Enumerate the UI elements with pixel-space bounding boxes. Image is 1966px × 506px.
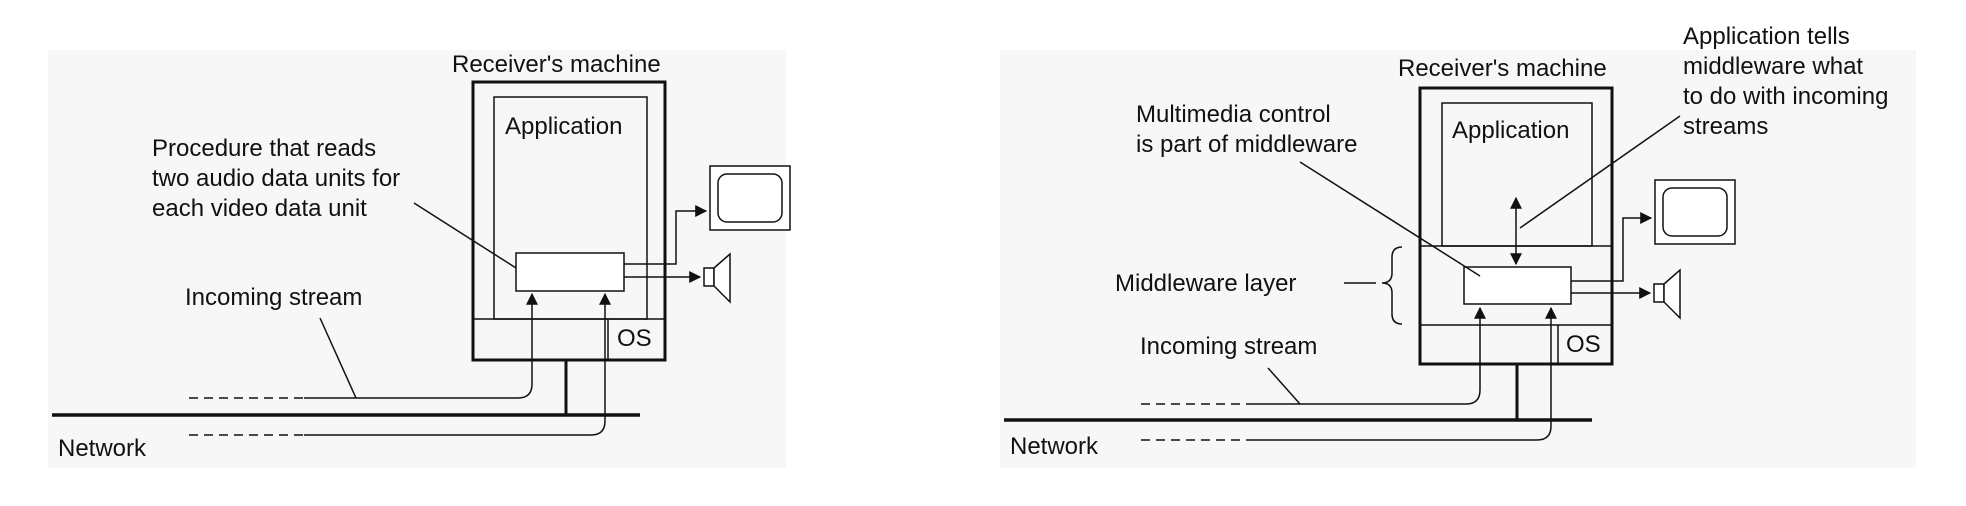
left-incoming-stream-label: Incoming stream (185, 284, 362, 311)
left-procedure-note-line: two audio data units for (152, 165, 400, 192)
right-stream-path (1254, 306, 1486, 405)
left-procedure-note-line: each video data unit (152, 195, 367, 222)
left-application-label: Application (505, 113, 622, 140)
left-procedure-note-line: Procedure that reads (152, 135, 376, 162)
left-procedure-note: Procedure that reads two audio data unit… (152, 135, 407, 222)
left-stream-path (304, 292, 611, 436)
left-incoming-stream-leader (319, 317, 357, 399)
right-network-label: Network (1010, 433, 1099, 460)
left-machine-label: Receiver's machine (452, 51, 661, 78)
right-incoming-stream-label: Incoming stream (1140, 333, 1317, 360)
speaker-icon (703, 252, 731, 304)
right-application-label: Application (1452, 117, 1569, 144)
right-multimedia-box (1463, 266, 1572, 305)
right-app-note-line: streams (1683, 113, 1768, 140)
right-app-note: Application tells middleware what to do … (1683, 23, 1895, 140)
right-display-connector (1571, 212, 1653, 282)
left-diagram: Receiver's machine Application OS Proced… (48, 50, 791, 468)
display-icon (709, 165, 791, 231)
right-multimedia-note-line: Multimedia control (1136, 101, 1331, 128)
right-incoming-stream-leader (1267, 367, 1301, 405)
display-icon (1654, 179, 1736, 245)
left-stream-path (304, 292, 538, 399)
right-app-note-line: middleware what (1683, 53, 1863, 80)
speaker-icon (1653, 268, 1681, 320)
right-multimedia-note-line: is part of middleware (1136, 131, 1357, 158)
right-app-note-line: to do with incoming (1683, 83, 1888, 110)
right-os-label: OS (1566, 331, 1601, 358)
right-multimedia-leader (1299, 161, 1481, 277)
right-app-note-leader (1519, 115, 1681, 229)
left-network-label: Network (58, 435, 147, 462)
left-display-connector (624, 205, 708, 265)
right-middleware-brace (1381, 246, 1403, 325)
right-multimedia-note: Multimedia control is part of middleware (1136, 101, 1357, 158)
right-diagram: Receiver's machine Application OS Applic… (1000, 23, 1916, 468)
right-middleware-label: Middleware layer (1115, 270, 1296, 297)
left-os-label: OS (617, 325, 652, 352)
left-procedure-leader (413, 202, 517, 269)
right-app-note-line: Application tells (1683, 23, 1850, 50)
right-machine-label: Receiver's machine (1398, 55, 1607, 82)
left-procedure-box (515, 252, 625, 292)
right-stream-path (1254, 306, 1557, 441)
